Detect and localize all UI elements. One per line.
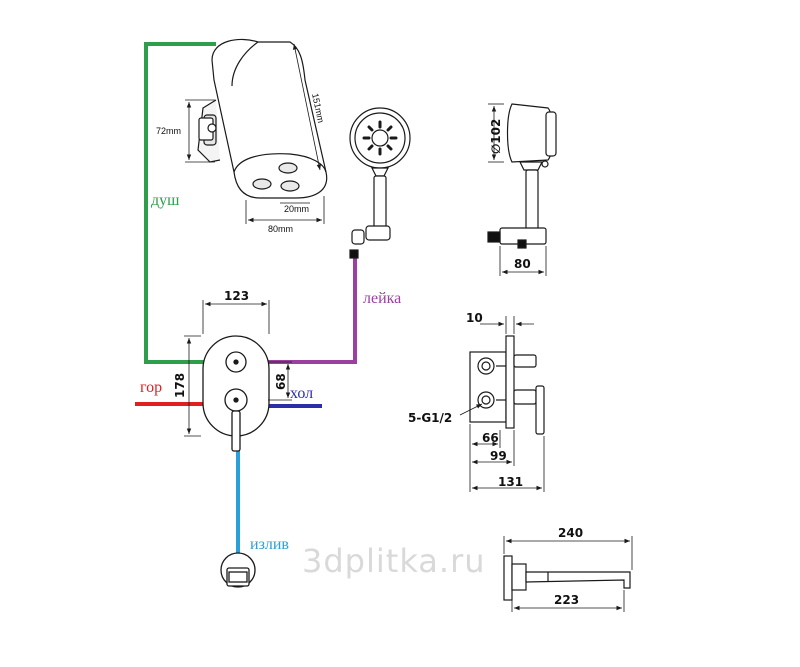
hand-shower-side: [487, 103, 557, 249]
nozzle: [278, 162, 298, 174]
spout-front: [220, 552, 256, 588]
spout-side-view: [503, 555, 631, 601]
hand-side-dims: [488, 103, 547, 276]
dim-depth-99: 99: [490, 449, 507, 463]
overhead-shower-head: [197, 38, 328, 199]
dim-depth-131: 131: [498, 475, 523, 489]
hot-label: гор: [140, 379, 162, 396]
mixer-lever: [231, 410, 241, 452]
dim-valve-spacing: 68: [274, 373, 288, 390]
mixer-plate-front: [202, 335, 270, 452]
dim-head-mount: 72mm: [156, 126, 181, 136]
cold-label: хол: [290, 385, 313, 402]
dim-thread: 5-G1/2: [408, 411, 452, 425]
head-dims: [185, 43, 325, 224]
dim-spout-total: 240: [558, 526, 583, 540]
dim-plate-height: 178: [173, 373, 187, 398]
dim-depth-66: 66: [482, 431, 499, 445]
hand-shower-front: [349, 107, 411, 259]
nozzle: [252, 178, 272, 190]
dim-plate-width: 123: [224, 289, 249, 303]
dim-hand-diameter: ∅102: [489, 119, 503, 154]
spout-label: излив: [250, 536, 289, 553]
dim-head-width: 80mm: [268, 224, 293, 234]
dim-hand-base: 80: [514, 257, 531, 271]
handshower-label: лейка: [363, 290, 401, 307]
dim-side-plate: 10: [466, 311, 483, 325]
nozzle: [280, 180, 300, 192]
dim-spout-reach: 223: [554, 593, 579, 607]
mixer-side-dims: [459, 316, 545, 492]
watermark: 3dplitka.ru: [302, 542, 486, 580]
supply-lines: [135, 42, 357, 556]
dim-head-nozzle: 20mm: [284, 204, 309, 214]
handshower-line: [268, 255, 357, 364]
spout-side-dims: [503, 536, 633, 612]
mixer-side-view: [469, 335, 545, 435]
plate-dims: [184, 300, 292, 437]
shower-label: душ: [151, 192, 180, 209]
shower-line: [144, 42, 216, 364]
